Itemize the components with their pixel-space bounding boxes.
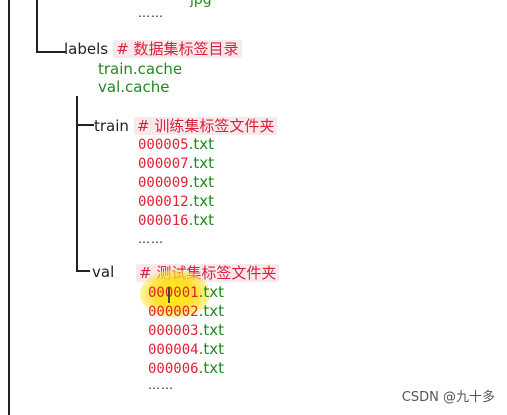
text-cursor-icon bbox=[168, 287, 170, 303]
list-item: 000003.txt bbox=[148, 321, 224, 339]
tree-line-labels-h bbox=[36, 51, 66, 53]
train-file-list: 000005.txt 000007.txt 000009.txt 000012.… bbox=[138, 134, 214, 229]
list-item: 000012.txt bbox=[138, 192, 214, 210]
labels-comment: # 数据集标签目录 bbox=[113, 40, 242, 58]
cache-file-train: train.cache bbox=[98, 60, 183, 78]
tree-line-root bbox=[36, 0, 38, 52]
cursor-highlight bbox=[140, 270, 210, 318]
top-partial-filename: jpg bbox=[190, 0, 212, 8]
list-item: 000016.txt bbox=[138, 211, 214, 229]
list-item: 000009.txt bbox=[138, 173, 214, 191]
watermark: CSDN @九十多 bbox=[401, 390, 495, 405]
tree-line-val-h bbox=[76, 270, 90, 272]
labels-folder-name: labels bbox=[64, 40, 109, 58]
list-item: 000004.txt bbox=[148, 340, 224, 358]
val-ellipsis: …… bbox=[148, 378, 174, 392]
list-item: 000002.txt bbox=[148, 302, 224, 320]
val-file-list: 000001.txt 000002.txt 000003.txt 000004.… bbox=[148, 282, 224, 377]
cache-file-val: val.cache bbox=[98, 78, 170, 96]
list-item: 000005.txt bbox=[138, 135, 214, 153]
val-row: val bbox=[92, 262, 114, 281]
train-ellipsis: …… bbox=[138, 232, 164, 246]
val-folder-name: val bbox=[92, 263, 115, 281]
list-item: 000007.txt bbox=[138, 154, 214, 172]
list-item: 000006.txt bbox=[148, 359, 224, 377]
train-folder-name: train bbox=[94, 117, 129, 135]
tree-line-left bbox=[8, 0, 10, 415]
train-comment: # 训练集标签文件夹 bbox=[134, 117, 278, 135]
tree-line-labels-v bbox=[76, 96, 78, 271]
labels-row: labels # 数据集标签目录 bbox=[64, 38, 242, 59]
tree-line-train-h bbox=[76, 124, 94, 126]
train-row: train # 训练集标签文件夹 bbox=[94, 115, 278, 136]
list-item: 000001.txt bbox=[148, 283, 224, 301]
top-ellipsis: …… bbox=[138, 6, 164, 20]
